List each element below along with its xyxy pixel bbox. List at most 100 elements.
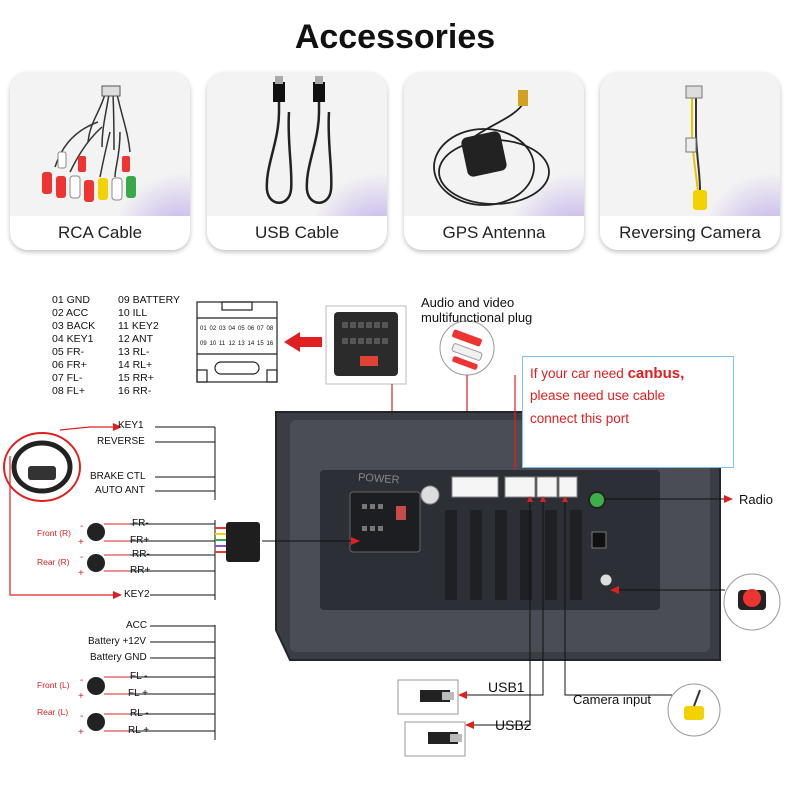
connector-pin-number: 02 (210, 326, 217, 332)
speaker-group-label: Rear (R) (37, 557, 70, 567)
speaker-group-label: Front (R) (37, 528, 71, 538)
wire-label: RR+ (130, 565, 151, 576)
svg-text:-: - (80, 675, 83, 686)
wire-label: Battery GND (90, 652, 147, 663)
connector-pin-number: 01 (200, 326, 207, 332)
pinout-entry: 13 RL- (118, 346, 150, 358)
speaker-group-label: Rear (L) (37, 707, 69, 717)
pinout-entry: 14 RL+ (118, 359, 153, 371)
connector-schematic (196, 301, 278, 383)
wire-label: RL - (130, 708, 149, 719)
accessory-label: Reversing Camera (600, 216, 780, 250)
connector-pin-number: 05 (238, 326, 245, 332)
svg-text:+: + (78, 537, 84, 548)
pinout-entry: 01 GND (52, 294, 90, 306)
pinout-entry: 09 BATTERY (118, 294, 181, 306)
wire-label: FL - (130, 671, 148, 682)
camera-input-label: Camera input (573, 692, 652, 707)
accessory-label: USB Cable (207, 216, 387, 250)
pinout-entry: 02 ACC (52, 307, 89, 319)
connector-pin-number: 12 (229, 341, 236, 347)
connector-pin-number: 10 (210, 341, 217, 347)
canbus-note-line3: connect this port (530, 411, 630, 426)
connector-pin-number: 07 (257, 326, 264, 332)
wire-label: RR- (132, 549, 150, 560)
connector-pin-number: 06 (248, 326, 255, 332)
reverse-button-photo (723, 573, 781, 631)
connector-pin-number: 11 (219, 341, 226, 347)
plug-label-line: multifunctional plug (421, 310, 533, 325)
wire-label: FR+ (130, 535, 150, 546)
canbus-note-box (522, 356, 734, 468)
canbus-keyword: canbus, (627, 365, 685, 382)
pinout-entry: 08 FL+ (52, 385, 85, 397)
connector-pin-number: 03 (219, 326, 226, 332)
multifunction-plug-photo (325, 305, 407, 385)
wire-label: KEY2 (124, 589, 150, 600)
canbus-note-line2: please need use cable (530, 388, 666, 403)
plug-label: Audio and video multifunctional plug (421, 295, 532, 325)
wire-label: FL + (128, 688, 148, 699)
gps-antenna-icon (433, 90, 550, 206)
head-unit-rear (275, 411, 721, 661)
pinout-entry: 15 RR+ (118, 372, 154, 384)
rca-cable-icon (42, 85, 136, 202)
wire-label: Battery +12V (88, 636, 147, 647)
steering-wheel-icon (3, 432, 81, 502)
pinout-entry: 05 FR- (52, 346, 85, 358)
pinout-list-left: 01 GND 02 ACC 03 BACK 04 KEY1 05 FR- 06 … (52, 294, 95, 398)
wire-label: RL + (128, 725, 150, 736)
svg-text:-: - (80, 521, 83, 532)
accessory-card-gps: GPS Antenna (404, 72, 584, 250)
rca-plug-photo (439, 320, 495, 376)
connector-pin-number: 04 (229, 326, 236, 332)
connector-pin-number: 15 (257, 341, 264, 347)
reversing-camera-cable-icon (685, 85, 707, 210)
svg-text:-: - (80, 552, 83, 563)
wire-label: BRAKE CTL (90, 471, 146, 482)
pinout-entry: 07 FL- (52, 372, 83, 384)
camera-plug-photo (667, 683, 721, 737)
speaker-group-label: Front (L) (37, 680, 70, 690)
wire-label: ACC (126, 620, 148, 631)
usb-cable-icon (265, 76, 333, 204)
svg-text:+: + (78, 727, 84, 738)
pinout-entry: 10 ILL (118, 307, 148, 319)
connector-pin-number: 13 (238, 341, 245, 347)
pinout-list-right: 09 BATTERY 10 ILL 11 KEY2 12 ANT 13 RL- … (118, 294, 180, 398)
connector-pin-number: 09 (200, 341, 207, 347)
pinout-entry: 16 RR- (118, 385, 152, 397)
arrow-left-icon (284, 332, 322, 352)
radio-label: Radio (739, 492, 773, 507)
wire-label: KEY1 (118, 420, 144, 431)
wire-label: REVERSE (97, 436, 145, 447)
usb1-label: USB1 (488, 679, 525, 695)
pinout-entry: 12 ANT (118, 333, 154, 345)
connector-pin-number: 16 (267, 341, 274, 347)
wire-label: AUTO ANT (95, 485, 145, 496)
speaker-icon (87, 523, 105, 731)
wire-label: FR- (132, 518, 149, 529)
connector-pin-number: 08 (267, 326, 274, 332)
canbus-note-text: If your car need (530, 366, 628, 381)
pinout-entry: 03 BACK (52, 320, 96, 332)
usb-connector-icon (397, 679, 466, 757)
pinout-entry: 06 FR+ (52, 359, 87, 371)
canbus-note-line1: If your car need canbus, (530, 365, 684, 382)
svg-text:+: + (78, 691, 84, 702)
plug-label-line: Audio and video (421, 295, 515, 310)
accessory-label: GPS Antenna (404, 216, 584, 250)
svg-text:+: + (78, 568, 84, 579)
page-title: Accessories (294, 18, 496, 56)
accessory-label: RCA Cable (10, 216, 190, 250)
accessory-card-rca: RCA Cable (10, 72, 190, 250)
pinout-entry: 11 KEY2 (118, 320, 159, 332)
connector-pin-number: 14 (248, 341, 255, 347)
usb2-label: USB2 (495, 717, 532, 733)
svg-text:-: - (80, 711, 83, 722)
pinout-entry: 04 KEY1 (52, 333, 94, 345)
accessory-card-usb: USB Cable (207, 72, 387, 250)
